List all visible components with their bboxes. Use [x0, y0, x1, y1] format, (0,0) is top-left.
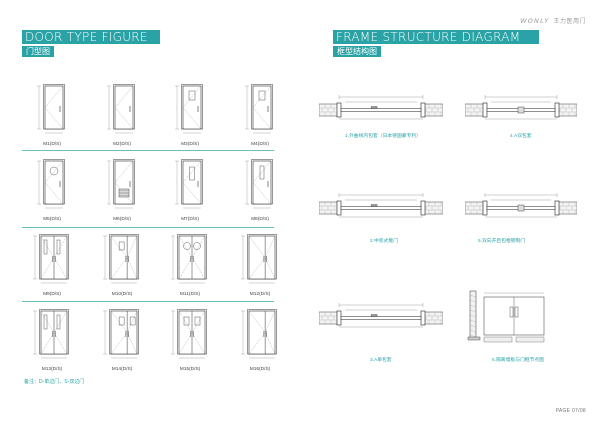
frame-diagram-drawing — [319, 193, 443, 218]
door-type-title-cn: 门型图 — [22, 46, 54, 57]
frame-diagram-drawing — [465, 193, 577, 218]
door-figure: M9(D/S) — [22, 232, 82, 302]
frame-structure-title-en: FRAME STRUCTURE DIAGRAM — [336, 30, 521, 44]
door-label: M6(D/S) — [113, 217, 131, 222]
door-label: M7(D/S) — [181, 217, 199, 222]
door-drawing — [37, 159, 65, 209]
door-drawing — [241, 234, 277, 284]
door-figure: M3(D/S) — [160, 82, 220, 152]
frame-diagram-drawing — [467, 290, 545, 343]
door-label: M13(D/S) — [41, 367, 63, 372]
door-figure: M15(D/S) — [160, 307, 220, 377]
door-figure: M8(D/S) — [230, 157, 290, 227]
frame-diagram-caption: 2.中装式框门 — [370, 239, 398, 244]
door-drawing — [171, 309, 207, 359]
frame-structure-title-cn: 框型结构图 — [333, 46, 381, 57]
frame-diagram-caption: 6.隔离墙板与门框节点图 — [492, 358, 544, 363]
door-label: M14(D/S) — [111, 367, 133, 372]
door-drawing — [175, 84, 203, 134]
door-drawing — [245, 159, 273, 209]
brand-name: 王力医用门 — [553, 19, 586, 25]
door-figure: M11(D/S) — [160, 232, 220, 302]
door-drawing — [33, 309, 69, 359]
door-note: 备注：D-单边门、S-双边门 — [24, 379, 85, 385]
door-label: M3(D/S) — [181, 142, 199, 147]
door-drawing — [33, 234, 69, 284]
door-figure: M7(D/S) — [160, 157, 220, 227]
door-label: M16(D/S) — [249, 367, 271, 372]
row-separator — [22, 150, 274, 151]
door-label: M4(D/S) — [251, 142, 269, 147]
door-label: M9(D/S) — [43, 292, 61, 297]
door-type-title: DOOR TYPE FIGURE — [22, 30, 160, 44]
door-label: M12(D/S) — [249, 292, 271, 297]
door-type-title-en: DOOR TYPE FIGURE — [25, 30, 148, 44]
door-figure: M13(D/S) — [22, 307, 82, 377]
door-figure: M14(D/S) — [92, 307, 152, 377]
row-separator — [22, 301, 274, 302]
frame-diagram-caption: 5.双向开启包框钢制门 — [478, 239, 526, 244]
door-drawing — [171, 234, 207, 284]
door-label: M10(D/S) — [111, 292, 133, 297]
door-drawing — [103, 234, 139, 284]
door-label: M8(D/S) — [251, 217, 269, 222]
door-drawing — [103, 309, 139, 359]
frame-diagram — [466, 287, 550, 347]
frame-diagram — [319, 302, 443, 340]
door-drawing — [37, 84, 65, 134]
door-figure: M10(D/S) — [92, 232, 152, 302]
door-figure: M16(D/S) — [230, 307, 290, 377]
door-drawing — [241, 309, 277, 359]
frame-structure-title: FRAME STRUCTURE DIAGRAM — [333, 30, 539, 44]
door-figure: M12(D/S) — [230, 232, 290, 302]
frame-diagram-caption: 4.A双包套 — [510, 134, 532, 139]
door-figure: M5(D/S) — [22, 157, 82, 227]
frame-diagram-drawing — [319, 95, 443, 120]
frame-diagram-caption: 1.外曲线内包套（日本德国蒙专利） — [345, 134, 421, 139]
door-drawing — [107, 159, 135, 209]
frame-diagram-drawing — [465, 95, 577, 120]
brand: WONLY 王力医用门 — [520, 16, 586, 26]
door-drawing — [245, 84, 273, 134]
door-label: M5(D/S) — [43, 217, 61, 222]
door-drawing — [175, 159, 203, 209]
door-label: M11(D/S) — [179, 292, 201, 297]
frame-diagram — [465, 192, 577, 232]
door-label: M2(D/S) — [113, 142, 131, 147]
frame-diagram — [319, 192, 443, 232]
door-drawing — [107, 84, 135, 134]
frame-diagram-drawing — [319, 303, 443, 328]
door-label: M15(D/S) — [179, 367, 201, 372]
frame-diagram-caption: 3.A单包套 — [370, 358, 392, 363]
door-figure: M2(D/S) — [92, 82, 152, 152]
row-separator — [22, 227, 274, 228]
door-figure: M1(D/S) — [22, 82, 82, 152]
page-number: PAGE 07/08 — [555, 408, 586, 414]
door-figure: M4(D/S) — [230, 82, 290, 152]
brand-logo: WONLY — [520, 16, 550, 25]
door-figure: M6(D/S) — [92, 157, 152, 227]
frame-diagram — [319, 94, 443, 128]
frame-diagram — [465, 94, 577, 128]
door-label: M1(D/S) — [43, 142, 61, 147]
